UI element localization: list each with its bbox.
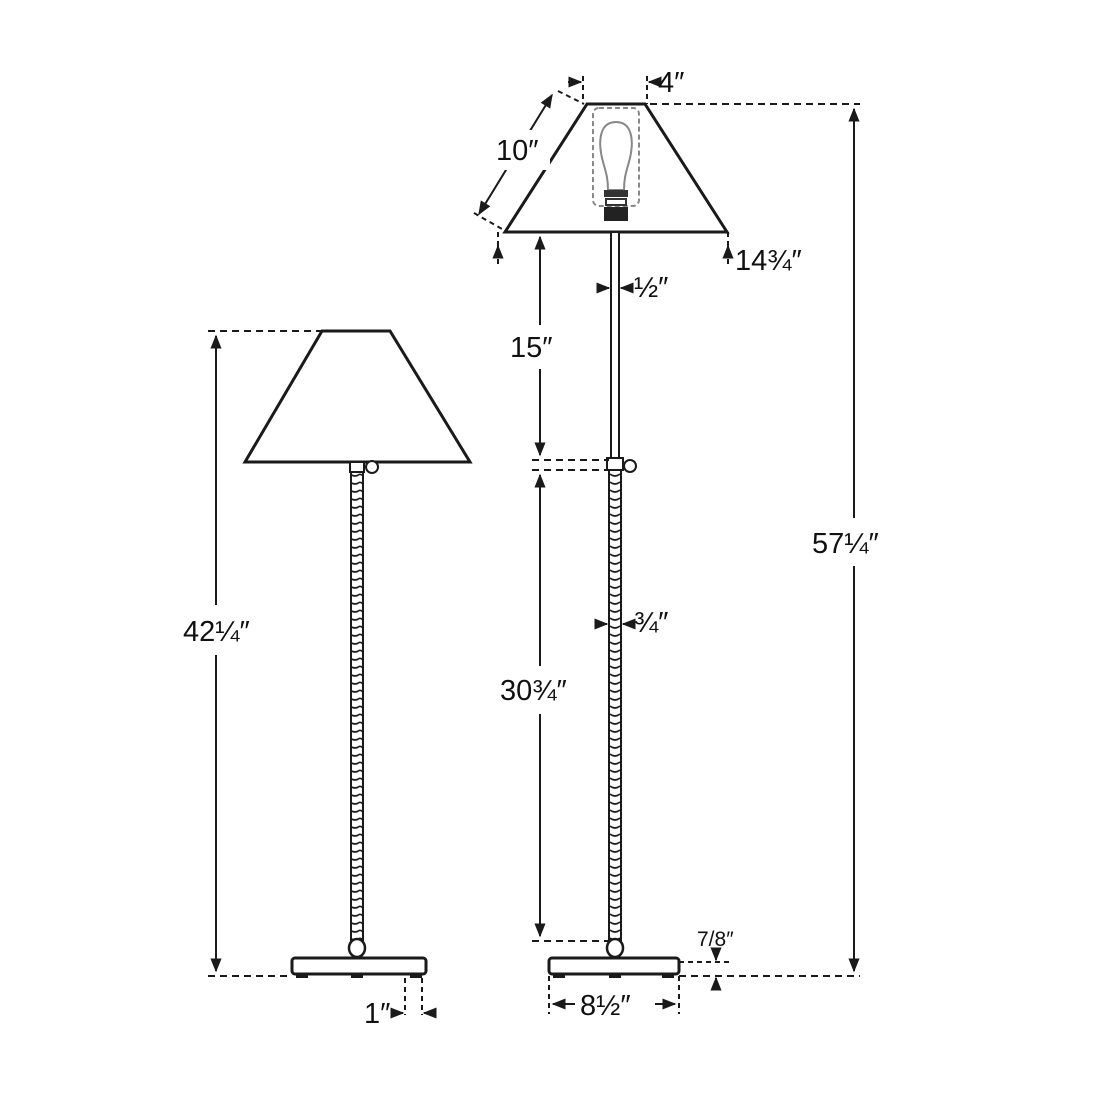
lamp-high bbox=[502, 102, 730, 978]
lamp-low-dimensions bbox=[170, 330, 437, 1019]
lamp-high-foot-right bbox=[662, 974, 674, 978]
base-height-label: 7/8″ bbox=[697, 928, 734, 951]
lamp-high-foot-mid bbox=[609, 974, 621, 978]
lamp-high-collar bbox=[606, 457, 624, 471]
lower-stem-height-label: 30¾″ bbox=[500, 675, 567, 707]
lamp-low-foot-left bbox=[296, 974, 308, 978]
lamp-high-knob bbox=[623, 459, 637, 473]
lamp-high-lower-stem bbox=[608, 469, 622, 941]
lamp-low-ball bbox=[347, 937, 367, 959]
upper-stem-diameter-label: ½″ bbox=[634, 272, 668, 304]
lamp-high-dimensions bbox=[473, 76, 900, 1022]
bulb-icon bbox=[592, 107, 640, 221]
lamp-low-collar bbox=[349, 461, 365, 473]
lamp-low-stem bbox=[350, 471, 364, 941]
lamp-low bbox=[242, 329, 473, 978]
overall-height-low-label: 42¼″ bbox=[183, 616, 250, 648]
overall-height-high-label: 57¼″ bbox=[812, 528, 879, 560]
lamp-low-base bbox=[290, 956, 428, 976]
lower-stem-diameter-label: ¾″ bbox=[634, 607, 668, 639]
shade-bottom-label: 14¾″ bbox=[735, 245, 802, 277]
lamp-low-knob bbox=[365, 460, 379, 474]
upper-stem-height-label: 15″ bbox=[510, 332, 553, 364]
lamp-high-foot-left bbox=[553, 974, 565, 978]
shade-top-label: 4″ bbox=[658, 67, 684, 99]
lamp-low-shade bbox=[242, 329, 473, 464]
base-thickness-label: 1″ bbox=[364, 998, 390, 1030]
lamp-high-base bbox=[547, 956, 681, 976]
base-width-label: 8½″ bbox=[580, 990, 631, 1022]
shade-slant-label: 10″ bbox=[496, 135, 539, 167]
lamp-low-foot-right bbox=[410, 974, 422, 978]
lamp-high-ball bbox=[605, 937, 625, 959]
lamp-high-upper-stem bbox=[610, 231, 620, 459]
lamp-low-foot-mid bbox=[351, 974, 363, 978]
